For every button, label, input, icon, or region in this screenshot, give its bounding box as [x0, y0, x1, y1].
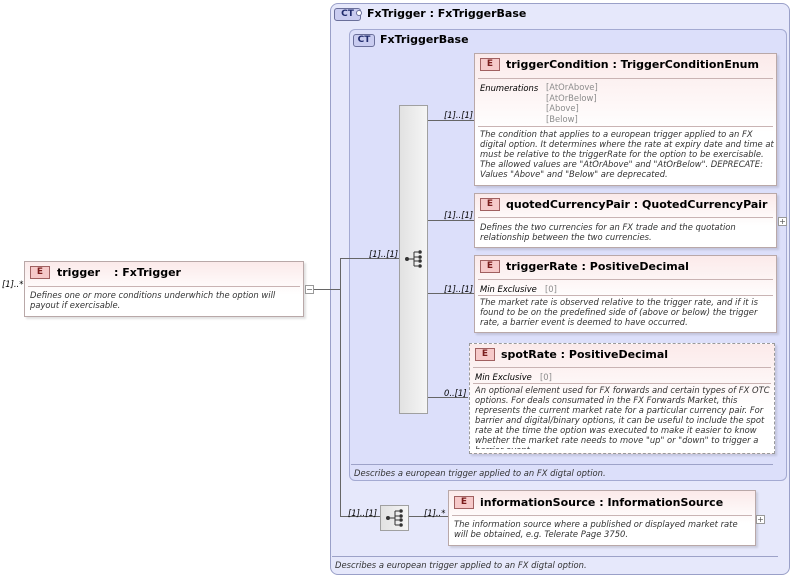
element-separator: [473, 367, 771, 368]
min-exclusive-label: Min Exclusive: [480, 284, 537, 294]
sequence-icon: [405, 250, 422, 268]
trigger-rate-title: triggerRate : PositiveDecimal: [506, 260, 689, 273]
element-badge: E: [480, 198, 500, 211]
connector: [314, 289, 340, 290]
element-separator: [478, 295, 773, 296]
trigger-condition-title: triggerCondition : TriggerConditionEnum: [506, 58, 759, 71]
element-spot-rate[interactable]: [469, 343, 775, 454]
element-separator: [478, 78, 773, 79]
connector: [340, 258, 341, 516]
complex-type-separator: [332, 556, 778, 557]
element-badge: E: [454, 496, 474, 509]
quoted-currency-pair-title: quotedCurrencyPair : QuotedCurrencyPair: [506, 198, 768, 211]
info-sequence-multiplicity: [1]..[1]: [348, 508, 378, 518]
trigger-rate-multiplicity: [1]..[1]: [444, 284, 474, 294]
enum-value: [Below]: [546, 113, 578, 124]
root-element-name: trigger: [57, 266, 101, 279]
connector: [340, 516, 380, 517]
enum-value: [Above]: [546, 103, 579, 113]
connector: [428, 293, 474, 294]
quoted-currency-pair-description: Defines the two currencies for an FX tra…: [480, 222, 736, 242]
sequence-compositor[interactable]: [399, 105, 428, 414]
information-source-expand-button[interactable]: +: [756, 515, 765, 524]
ct-collapse-icon[interactable]: [356, 10, 362, 16]
connector: [428, 120, 474, 121]
root-multiplicity: [1]..*: [2, 279, 24, 289]
element-separator: [473, 383, 771, 384]
trigger-rate-description: The market rate is observed relative to …: [480, 297, 758, 327]
information-source-multiplicity: [1]..*: [424, 508, 446, 518]
sequence-icon: [386, 509, 403, 527]
base-type-badge: CT: [353, 34, 375, 47]
min-exclusive-value: [0]: [545, 284, 557, 294]
element-badge: E: [480, 260, 500, 273]
element-information-source[interactable]: [448, 490, 756, 546]
spot-rate-description: An optional element used for FX forwards…: [475, 385, 770, 449]
complex-type-description: Describes a european trigger applied to …: [335, 560, 587, 570]
base-type-description: Describes a european trigger applied to …: [354, 468, 606, 478]
element-badge: E: [30, 266, 50, 279]
base-type-title: FxTriggerBase: [380, 33, 469, 46]
information-source-title: informationSource : InformationSource: [480, 496, 724, 509]
connector: [409, 516, 448, 517]
spot-rate-title: spotRate : PositiveDecimal: [501, 348, 669, 361]
element-badge: E: [480, 58, 500, 71]
connector: [340, 258, 400, 259]
base-sequence-multiplicity: [1]..[1]: [369, 249, 399, 259]
root-separator: [28, 286, 300, 287]
connector: [428, 397, 468, 398]
min-exclusive-value: [0]: [540, 372, 552, 382]
element-badge: E: [475, 348, 495, 361]
base-type-separator: [351, 464, 773, 465]
root-collapse-button[interactable]: −: [305, 285, 314, 294]
enumerations-label: Enumerations: [480, 83, 539, 93]
element-separator: [478, 217, 773, 218]
connector: [428, 220, 474, 221]
complex-type-title: FxTrigger : FxTriggerBase: [367, 7, 527, 20]
element-separator: [452, 515, 752, 516]
element-separator: [478, 279, 773, 280]
enum-value: [AtOrAbove]: [546, 82, 598, 92]
element-trigger-rate[interactable]: [474, 255, 777, 333]
enum-value: [AtOrBelow]: [546, 92, 597, 103]
spot-rate-multiplicity: 0..[1]: [444, 388, 467, 398]
min-exclusive-label: Min Exclusive: [475, 372, 532, 382]
quoted-currency-pair-expand-button[interactable]: +: [778, 217, 787, 226]
root-element-trigger[interactable]: [24, 261, 304, 317]
information-source-description: The information source where a published…: [454, 519, 738, 539]
trigger-condition-description: The condition that applies to a european…: [480, 129, 774, 179]
root-element-type: : FxTrigger: [114, 266, 181, 279]
element-separator: [478, 126, 773, 127]
root-description: Defines one or more conditions underwhic…: [30, 290, 276, 310]
element-quoted-currency-pair[interactable]: [474, 193, 777, 248]
quoted-currency-pair-multiplicity: [1]..[1]: [444, 210, 474, 220]
element-trigger-condition[interactable]: [474, 53, 777, 186]
trigger-condition-multiplicity: [1]..[1]: [444, 110, 474, 120]
